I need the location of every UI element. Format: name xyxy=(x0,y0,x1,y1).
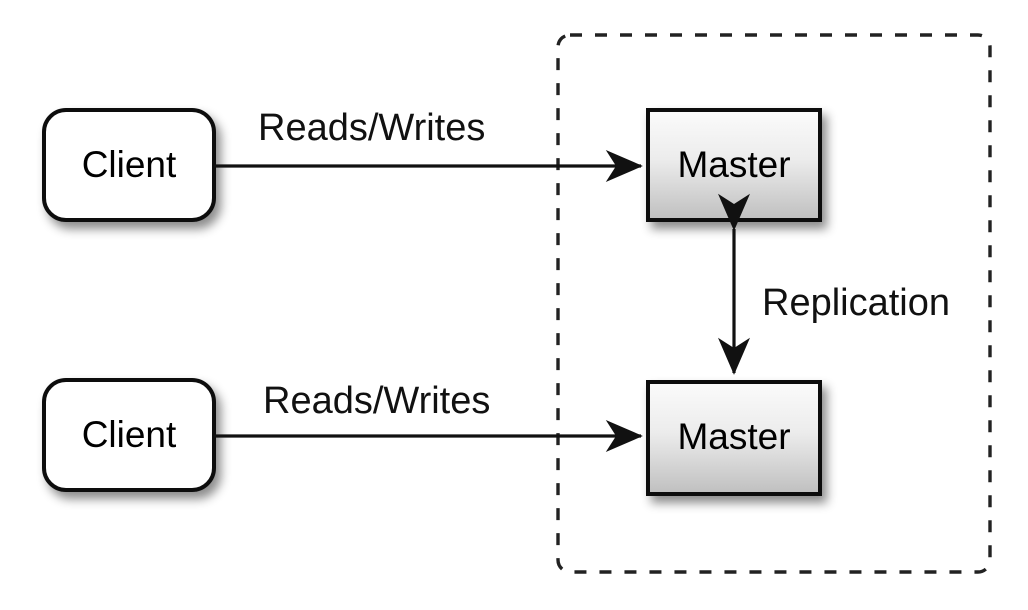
master-bottom-shape[interactable] xyxy=(646,380,822,496)
client-top-label: Client xyxy=(82,144,177,185)
node-client-bottom[interactable]: Client xyxy=(42,378,216,492)
node-master-top[interactable]: Master xyxy=(646,108,822,222)
edge-label-reads-writes-top: Reads/Writes xyxy=(258,107,485,149)
edge-label-replication: Replication xyxy=(762,282,950,324)
cluster-boundary xyxy=(556,33,992,574)
node-master-bottom[interactable]: Master xyxy=(646,380,822,496)
edge-label-reads-writes-bottom: Reads/Writes xyxy=(263,380,490,422)
master-bottom-label: Master xyxy=(677,416,790,457)
client-bottom-label: Client xyxy=(82,414,177,455)
master-top-label: Master xyxy=(677,144,790,185)
node-client-top[interactable]: Client xyxy=(42,108,216,222)
